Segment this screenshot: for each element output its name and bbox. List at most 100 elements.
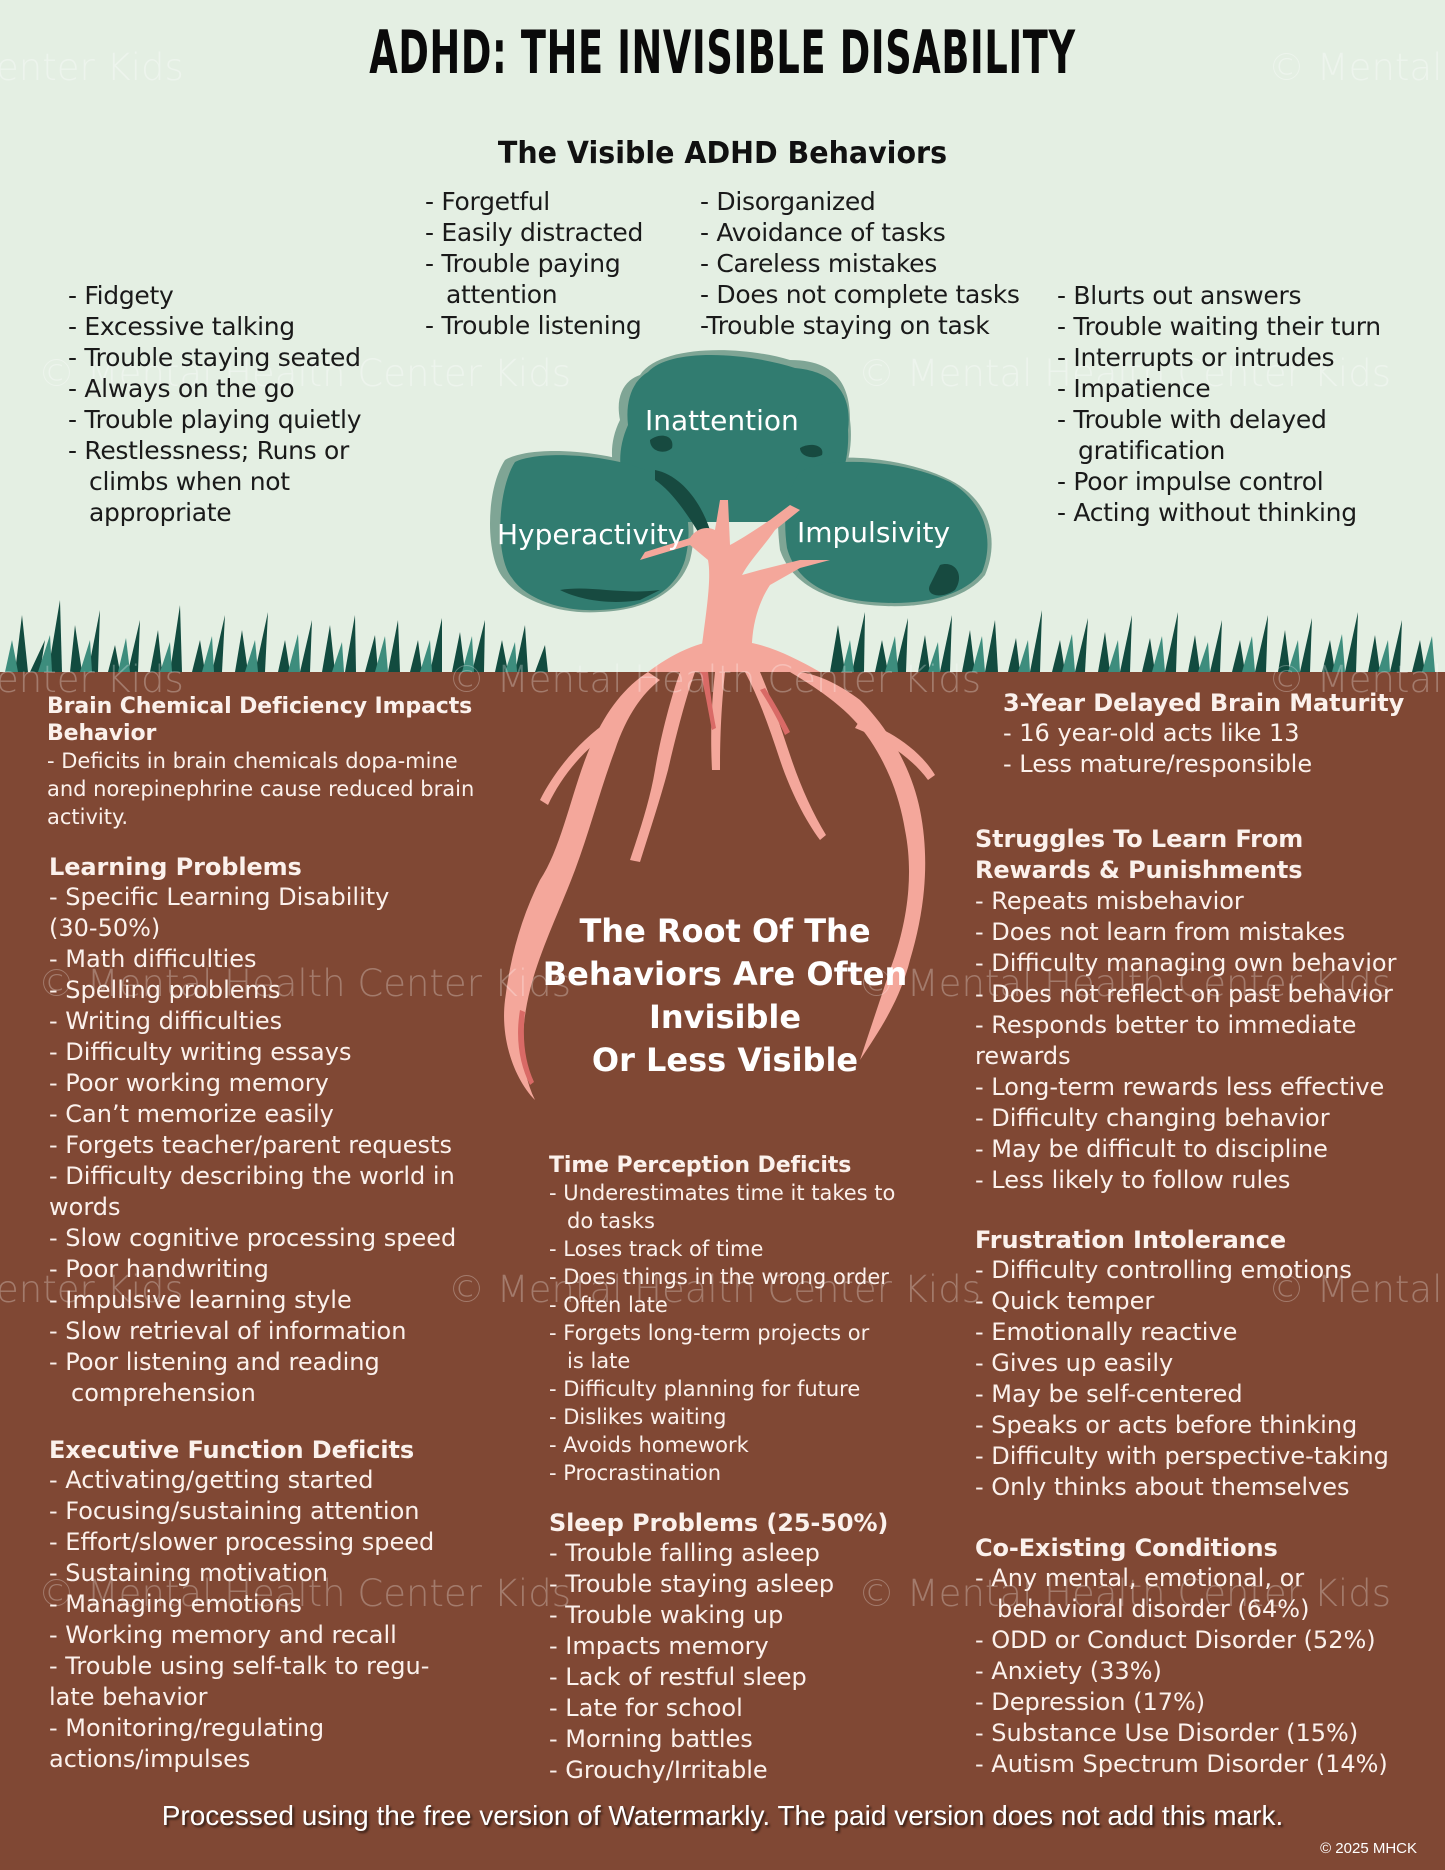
copyright: © 2025 MHCK — [1320, 1840, 1417, 1857]
list-item: - Trouble waiting their turn — [1057, 312, 1381, 341]
section-heading: Struggles To Learn From — [975, 825, 1304, 853]
list-item: - Often late — [549, 1293, 668, 1317]
list-item: - Careless mistakes — [700, 249, 937, 278]
list-item: - Responds better to immediate rewards — [975, 1011, 1357, 1070]
section-brain-chemical: Brain Chemical Deficiency Impacts Behavi… — [47, 693, 477, 831]
list-item: - Difficulty controlling emotions — [975, 1256, 1352, 1284]
list-item: - Only thinks about themselves — [975, 1473, 1350, 1501]
list-item: - Depression (17%) — [975, 1688, 1206, 1716]
list-item: - Acting without thinking — [1057, 498, 1357, 527]
list-item: - Restlessness; Runs or climbs when not … — [68, 436, 350, 527]
list-item: - Does not learn from mistakes — [975, 918, 1346, 946]
section-time-perception: Time Perception Deficits - Underestimate… — [549, 1152, 949, 1487]
section-heading: Brain Chemical Deficiency Impacts Behavi… — [47, 694, 473, 746]
inattention-behaviors-list-1: - Forgetful - Easily distracted - Troubl… — [425, 186, 675, 341]
section-frustration-intolerance: Frustration Intolerance - Difficulty con… — [975, 1225, 1435, 1503]
roots — [504, 672, 935, 1100]
list-item: - Focusing/sustaining attention — [49, 1497, 420, 1525]
soil-background — [0, 672, 1445, 1870]
section-heading: Learning Problems — [49, 853, 302, 881]
list-item: - May be self-centered — [975, 1380, 1243, 1408]
list-item: - Difficulty changing behavior — [975, 1104, 1330, 1132]
list-item: - Poor handwriting — [49, 1255, 269, 1283]
list-item: - Managing emotions — [49, 1590, 302, 1618]
list-item: - Does things in the wrong order — [549, 1265, 889, 1289]
list-item: - Interrupts or intrudes — [1057, 343, 1335, 372]
section-brain-maturity: 3-Year Delayed Brain Maturity - 16 year-… — [1003, 688, 1423, 780]
section-heading: Executive Function Deficits — [49, 1436, 415, 1464]
section-coexisting-conditions: Co-Existing Conditions - Any mental, emo… — [975, 1533, 1435, 1780]
list-item: - 16 year-old acts like 13 — [1003, 719, 1300, 747]
section-heading: Rewards & Punishments — [975, 856, 1303, 884]
page-title: ADHD: THE INVISIBLE DISABILITY — [369, 18, 1076, 88]
list-item: - Trouble paying attention — [425, 249, 621, 309]
list-item: - Trouble listening — [425, 311, 642, 340]
trunk — [640, 500, 830, 672]
list-item: - Autism Spectrum Disorder (14%) — [975, 1750, 1388, 1778]
list-item: - Does not reflect on past behavior — [975, 980, 1393, 1008]
canopy — [500, 355, 988, 611]
tree-label-inattention: Inattention — [645, 404, 799, 437]
list-item: - Speaks or acts before thinking — [975, 1411, 1358, 1439]
list-item: - Always on the go — [68, 374, 295, 403]
list-item: - Forgets teacher/parent requests — [49, 1131, 452, 1159]
list-item: - ODD or Conduct Disorder (52%) — [975, 1626, 1376, 1654]
root-title-line: Or Less Visible — [591, 1041, 859, 1079]
list-item: - Disorganized — [700, 187, 876, 216]
list-item: - Quick temper — [975, 1287, 1155, 1315]
list-item: - Difficulty writing essays — [49, 1038, 352, 1066]
section-title-visible-behaviors: The Visible ADHD Behaviors — [497, 136, 948, 171]
list-item: - Gives up easily — [975, 1349, 1174, 1377]
list-item: - Dislikes waiting — [549, 1405, 727, 1429]
section-heading: Frustration Intolerance — [975, 1226, 1287, 1254]
list-item: - Deficits in brain chemicals dopa-mine … — [47, 749, 475, 829]
root-title: The Root Of The Behaviors Are Often Invi… — [540, 910, 910, 1082]
impulsivity-behaviors-list: - Blurts out answers - Trouble waiting t… — [1057, 280, 1427, 528]
list-item: - Forgets long-term projects or is late — [549, 1321, 870, 1373]
hyperactivity-behaviors-list: - Fidgety - Excessive talking - Trouble … — [68, 280, 398, 528]
tree-label-hyperactivity: Hyperactivity — [497, 518, 685, 551]
list-item: - Slow cognitive processing speed — [49, 1224, 457, 1252]
list-item: - Poor impulse control — [1057, 467, 1324, 496]
list-item: - Any mental, emotional, or behavioral d… — [975, 1564, 1310, 1623]
list-item: - Morning battles — [549, 1725, 753, 1753]
grass-left-icon — [15, 600, 548, 672]
section-heading: Time Perception Deficits — [549, 1153, 852, 1178]
list-item: - Difficulty managing own behavior — [975, 949, 1397, 977]
section-heading: 3-Year Delayed Brain Maturity — [1003, 689, 1405, 717]
list-item: - Poor listening and reading comprehensi… — [49, 1348, 380, 1407]
list-item: - Working memory and recall — [49, 1621, 397, 1649]
list-item: - Easily distracted — [425, 218, 644, 247]
root-title-line: The Root Of The — [579, 912, 871, 950]
list-item: - Writing difficulties — [49, 1007, 283, 1035]
section-sleep-problems: Sleep Problems (25-50%) - Trouble fallin… — [549, 1508, 949, 1786]
list-item: - Slow retrieval of information — [49, 1317, 407, 1345]
section-learning-problems: Learning Problems - Specific Learning Di… — [49, 852, 499, 1409]
list-item: - Trouble waking up — [549, 1601, 784, 1629]
section-rewards-punishments: Struggles To Learn From Rewards & Punish… — [975, 824, 1435, 1196]
tree-label-impulsivity: Impulsivity — [797, 516, 951, 549]
list-item: - Math difficulties — [49, 945, 257, 973]
list-item: - Underestimates time it takes to do tas… — [549, 1181, 896, 1233]
grass-right-light-icon — [842, 634, 1435, 672]
list-item: - Long-term rewards less effective — [975, 1073, 1385, 1101]
list-item: - Sustaining motivation — [49, 1559, 328, 1587]
list-item: - Trouble falling asleep — [549, 1539, 820, 1567]
list-item: - Substance Use Disorder (15%) — [975, 1719, 1359, 1747]
root-title-line: Behaviors Are Often — [542, 955, 908, 993]
list-item: - Difficulty planning for future — [549, 1377, 861, 1401]
list-item: - Specific Learning Disability (30-50%) — [49, 883, 390, 942]
list-item: - Excessive talking — [68, 312, 295, 341]
list-item: - Less mature/responsible — [1003, 750, 1313, 778]
section-executive-function: Executive Function Deficits - Activating… — [49, 1435, 499, 1775]
list-item: - Spelling problems — [49, 976, 281, 1004]
list-item: - Activating/getting started — [49, 1466, 374, 1494]
section-heading: Sleep Problems (25-50%) — [549, 1509, 889, 1537]
list-item: - Grouchy/Irritable — [549, 1756, 768, 1784]
list-item: - May be difficult to discipline — [975, 1135, 1328, 1163]
list-item: - Difficulty describing the world in wor… — [49, 1162, 455, 1221]
list-item: -Trouble staying on task — [700, 311, 990, 340]
list-item: - Lack of restful sleep — [549, 1663, 807, 1691]
list-item: - Monitoring/regulating actions/impulses — [49, 1714, 325, 1773]
